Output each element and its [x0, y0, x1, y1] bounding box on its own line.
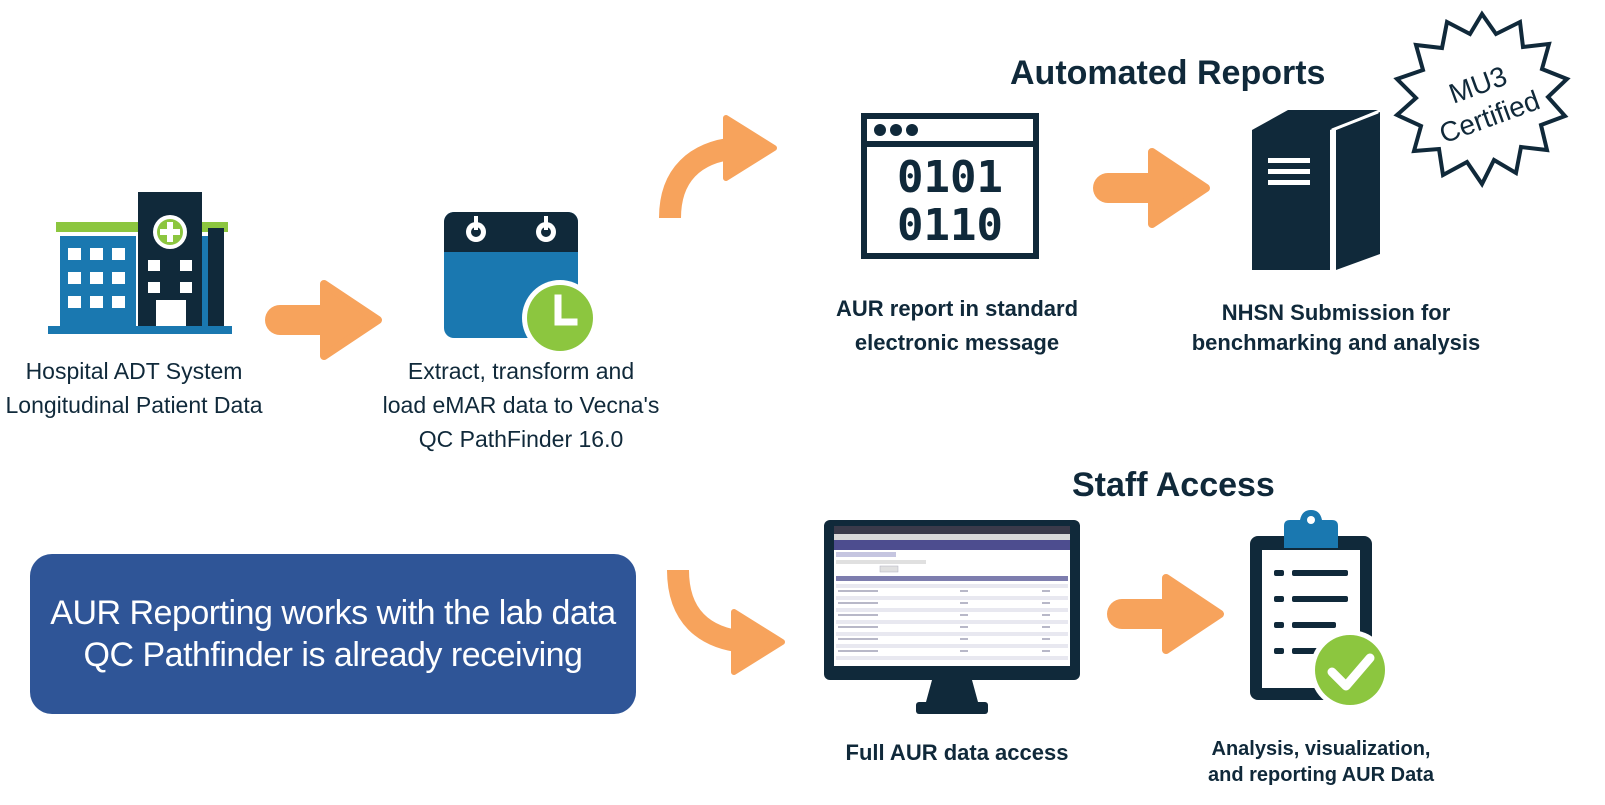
full-access-label-line1: Full AUR data access: [845, 740, 1069, 765]
curved-arrow-up-icon: [659, 115, 777, 219]
staff-access-heading: Staff Access: [1072, 466, 1275, 504]
nhsn-label: NHSN Submission for benchmarking and ana…: [1180, 298, 1492, 358]
arrow-right-icon: [265, 280, 382, 360]
binary-row-2: 0110: [897, 200, 1003, 251]
arrow-right-icon: [1093, 148, 1210, 228]
starburst-shape: [1393, 10, 1571, 188]
hospital-label-line2: Longitudinal Patient Data: [5, 392, 263, 418]
binary-window-icon: 0101 0110: [861, 113, 1039, 259]
aur-report-label-line2: electronic message: [854, 330, 1060, 355]
etl-label-line2: load eMAR data to Vecna's: [382, 392, 660, 418]
nhsn-label-line1: NHSN Submission for: [1221, 300, 1451, 325]
analysis-label-line1: Analysis, visualization,: [1211, 738, 1431, 760]
hospital-icon: [48, 192, 232, 334]
clipboard-check-icon: [1250, 510, 1390, 710]
etl-label: Extract, transform and load eMAR data to…: [376, 354, 666, 456]
certified-badge: MU3 Certified: [1393, 10, 1571, 188]
hospital-label-line1: Hospital ADT System: [25, 358, 243, 384]
automated-reports-heading: Automated Reports: [1010, 54, 1326, 92]
info-callout: AUR Reporting works with the lab data QC…: [30, 554, 636, 714]
full-access-label: Full AUR data access: [812, 736, 1102, 770]
analysis-label: Analysis, visualization, and reporting A…: [1186, 736, 1456, 788]
calendar-clock-icon: [444, 212, 598, 356]
binary-row-1: 0101: [897, 152, 1003, 203]
etl-label-line1: Extract, transform and: [407, 358, 635, 384]
aur-report-label-line1: AUR report in standard: [835, 296, 1079, 321]
server-icon: [1252, 110, 1380, 270]
analysis-label-line2: and reporting AUR Data: [1208, 764, 1434, 786]
curved-arrow-down-icon: [667, 569, 785, 675]
arrow-right-icon: [1107, 574, 1224, 654]
hospital-label: Hospital ADT System Longitudinal Patient…: [0, 354, 268, 422]
etl-label-line3: QC PathFinder 16.0: [418, 426, 624, 452]
monitor-icon: [824, 520, 1080, 714]
callout-line1: AUR Reporting works with the lab data: [50, 594, 616, 632]
screen-table: [836, 576, 1068, 660]
callout-line2: QC Pathfinder is already receiving: [83, 636, 583, 674]
nhsn-label-line2: benchmarking and analysis: [1191, 330, 1481, 355]
aur-report-label: AUR report in standard electronic messag…: [812, 292, 1102, 360]
